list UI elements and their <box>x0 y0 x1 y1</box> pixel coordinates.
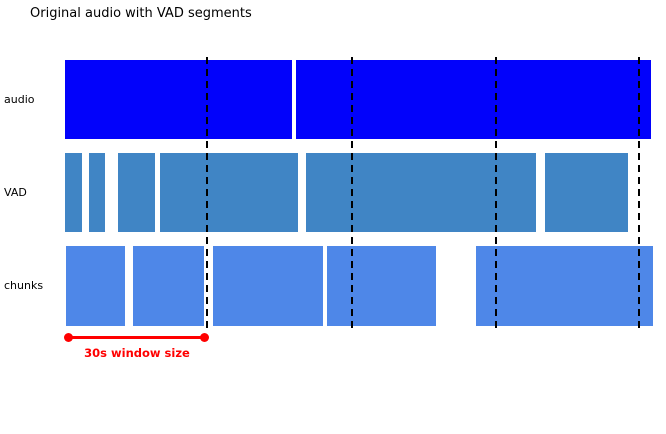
segment-bar-VAD <box>306 153 536 232</box>
segment-bar-chunks <box>66 246 125 326</box>
segment-bar-chunks <box>327 246 436 326</box>
figure-title: Original audio with VAD segments <box>30 6 252 21</box>
segment-bar-VAD <box>160 153 298 232</box>
segment-bar-audio <box>65 60 292 139</box>
window-boundary-dashed-line <box>638 57 640 330</box>
row-label-audio: audio <box>4 92 35 106</box>
segment-bar-VAD <box>65 153 82 232</box>
segment-bar-VAD <box>89 153 105 232</box>
segment-bar-chunks <box>133 246 204 326</box>
window-boundary-dashed-line <box>206 57 208 330</box>
segment-bar-audio <box>296 60 651 139</box>
segment-bar-VAD <box>545 153 628 232</box>
row-label-VAD: VAD <box>4 185 27 199</box>
window-size-label: 30s window size <box>84 346 190 360</box>
arrow-endpoint-left-dot <box>64 333 73 342</box>
arrow-endpoint-right-dot <box>200 333 209 342</box>
row-label-chunks: chunks <box>4 279 44 292</box>
window-boundary-dashed-line <box>351 57 353 330</box>
segment-bar-VAD <box>118 153 155 232</box>
window-boundary-dashed-line <box>495 57 497 330</box>
segment-bar-chunks <box>213 246 323 326</box>
window-size-arrow <box>68 336 204 339</box>
segment-bar-chunks <box>476 246 653 326</box>
